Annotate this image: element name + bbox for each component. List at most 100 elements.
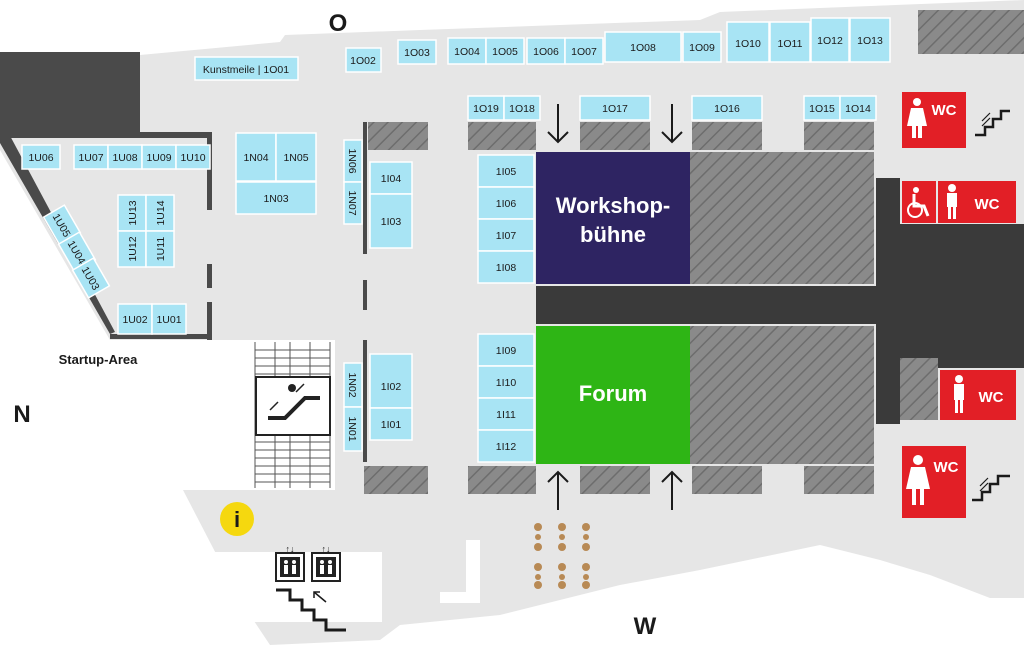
booth-label: 1O19 [473, 103, 499, 115]
wc-label: WC [975, 196, 1000, 213]
info-icon[interactable]: i [220, 502, 254, 536]
booth[interactable]: 1O12 [810, 17, 850, 63]
elevator-icon: ↑↓ [275, 544, 305, 582]
booth-label: Kunstmeile | 1O01 [203, 64, 289, 76]
booth[interactable]: 1I05 [477, 154, 535, 188]
booth[interactable]: 1O14 [839, 95, 877, 121]
compass-east: O [329, 10, 348, 37]
booth-label: 1O08 [630, 42, 656, 54]
arrow-down-icon [547, 104, 569, 144]
booth-label: 1I07 [496, 230, 517, 242]
booth-label: 1U11 [155, 237, 167, 261]
wc-men-bottom[interactable]: WC [940, 370, 1016, 420]
booth[interactable]: Kunstmeile | 1O01 [194, 56, 299, 81]
forum-stage[interactable]: Forum [536, 326, 690, 464]
hatched-blocks [364, 122, 874, 494]
booth[interactable]: 1I11 [477, 397, 535, 431]
booth[interactable]: 1O16 [691, 95, 763, 121]
booth-label: 1U14 [155, 200, 167, 225]
booth[interactable]: 1O11 [769, 21, 811, 63]
booth[interactable]: 1I09 [477, 333, 535, 367]
booth[interactable]: 1N04 [235, 132, 277, 182]
svg-text:↑↓: ↑↓ [322, 544, 331, 554]
booth[interactable]: 1U07 [73, 144, 109, 170]
booth[interactable]: 1I06 [477, 186, 535, 220]
booth[interactable]: 1I04 [369, 161, 413, 195]
booth[interactable]: 1N06 [343, 139, 363, 183]
booth-label: 1U07 [78, 152, 103, 164]
wc-accessible[interactable] [902, 181, 936, 223]
booth[interactable]: 1N01 [343, 406, 363, 452]
booth-label: 1I08 [496, 262, 517, 274]
wc-men-top[interactable]: WC [938, 181, 1016, 223]
booth[interactable]: 1O03 [397, 39, 437, 65]
booth[interactable]: 1I01 [369, 407, 413, 441]
booth[interactable]: 1U01 [151, 303, 187, 335]
booth-label: 1O13 [857, 35, 883, 47]
booth-label: 1O07 [571, 46, 597, 58]
booth[interactable]: 1U03 [71, 257, 111, 299]
booth-label: 1O06 [533, 46, 559, 58]
booth[interactable]: 1U13 [117, 194, 147, 232]
booth[interactable]: 1I10 [477, 365, 535, 399]
wc-women-bottom[interactable]: WC [902, 446, 966, 518]
booth[interactable]: 1N02 [343, 362, 363, 408]
booth-label: 1O02 [350, 55, 376, 67]
forum-label: Forum [579, 381, 647, 406]
seating-icon [534, 523, 590, 589]
booth[interactable]: 1I07 [477, 218, 535, 252]
booth-label: 1I04 [381, 173, 402, 185]
compass-north: N [13, 401, 30, 428]
dark-corridor [876, 178, 900, 424]
booth-label: 1N05 [283, 152, 308, 164]
booth-label: 1U02 [122, 314, 147, 326]
wc-label: WC [934, 459, 959, 476]
booth[interactable]: 1O04 [447, 37, 487, 65]
booth[interactable]: 1O17 [579, 95, 651, 121]
booth-label: 1I01 [381, 419, 402, 431]
booth[interactable]: 1O06 [526, 37, 566, 65]
booth[interactable]: 1O19 [467, 95, 505, 121]
booth[interactable]: 1O02 [345, 47, 382, 73]
booth[interactable]: 1U12 [117, 230, 147, 268]
booth[interactable]: 1U09 [141, 144, 177, 170]
booth[interactable]: 1O13 [849, 17, 891, 63]
booth[interactable]: 1U14 [145, 194, 175, 232]
booth[interactable]: 1N05 [275, 132, 317, 182]
wc-women-top[interactable]: WC [902, 92, 966, 148]
booth-label: 1U12 [127, 236, 139, 261]
booth[interactable]: 1U05 [42, 204, 82, 246]
booth[interactable]: 1O07 [564, 37, 604, 65]
booth[interactable]: 1I08 [477, 250, 535, 284]
wc-label: WC [979, 389, 1004, 406]
booth-label: 1O05 [492, 46, 518, 58]
elevator-icon: ↑↓ [311, 544, 341, 582]
booth[interactable]: 1O09 [682, 31, 722, 63]
booths: Kunstmeile | 1O01 1O02 1O03 1O04 1O05 1O… [21, 17, 891, 463]
booth[interactable]: 1I02 [369, 353, 413, 409]
workshop-stage[interactable]: Workshop- bühne [536, 152, 690, 284]
stairs-icon [276, 588, 346, 632]
booth-label: 1O15 [809, 103, 835, 115]
entrance-arrows [547, 104, 683, 510]
compass-west: W [634, 613, 657, 640]
booth[interactable]: 1N07 [343, 181, 363, 225]
booth[interactable]: 1O10 [726, 21, 770, 63]
booth[interactable]: 1U08 [107, 144, 143, 170]
booth[interactable]: 1U11 [145, 230, 175, 268]
booth[interactable]: 1O18 [503, 95, 541, 121]
booth[interactable]: 1O08 [604, 31, 682, 63]
booth-label: 1I05 [496, 166, 517, 178]
booth[interactable]: 1U06 [21, 144, 61, 170]
booth[interactable]: 1O15 [803, 95, 841, 121]
booth[interactable]: 1I03 [369, 193, 413, 249]
booth[interactable]: 1U10 [175, 144, 211, 170]
booth[interactable]: 1I12 [477, 429, 535, 463]
booth[interactable]: 1N03 [235, 181, 317, 215]
booth-label: 1I06 [496, 198, 517, 210]
workshop-label-1: Workshop- [556, 193, 670, 218]
workshop-label-2: bühne [580, 222, 646, 247]
booth[interactable]: 1O05 [485, 37, 525, 65]
info-label: i [234, 507, 240, 532]
booth[interactable]: 1U02 [117, 303, 153, 335]
